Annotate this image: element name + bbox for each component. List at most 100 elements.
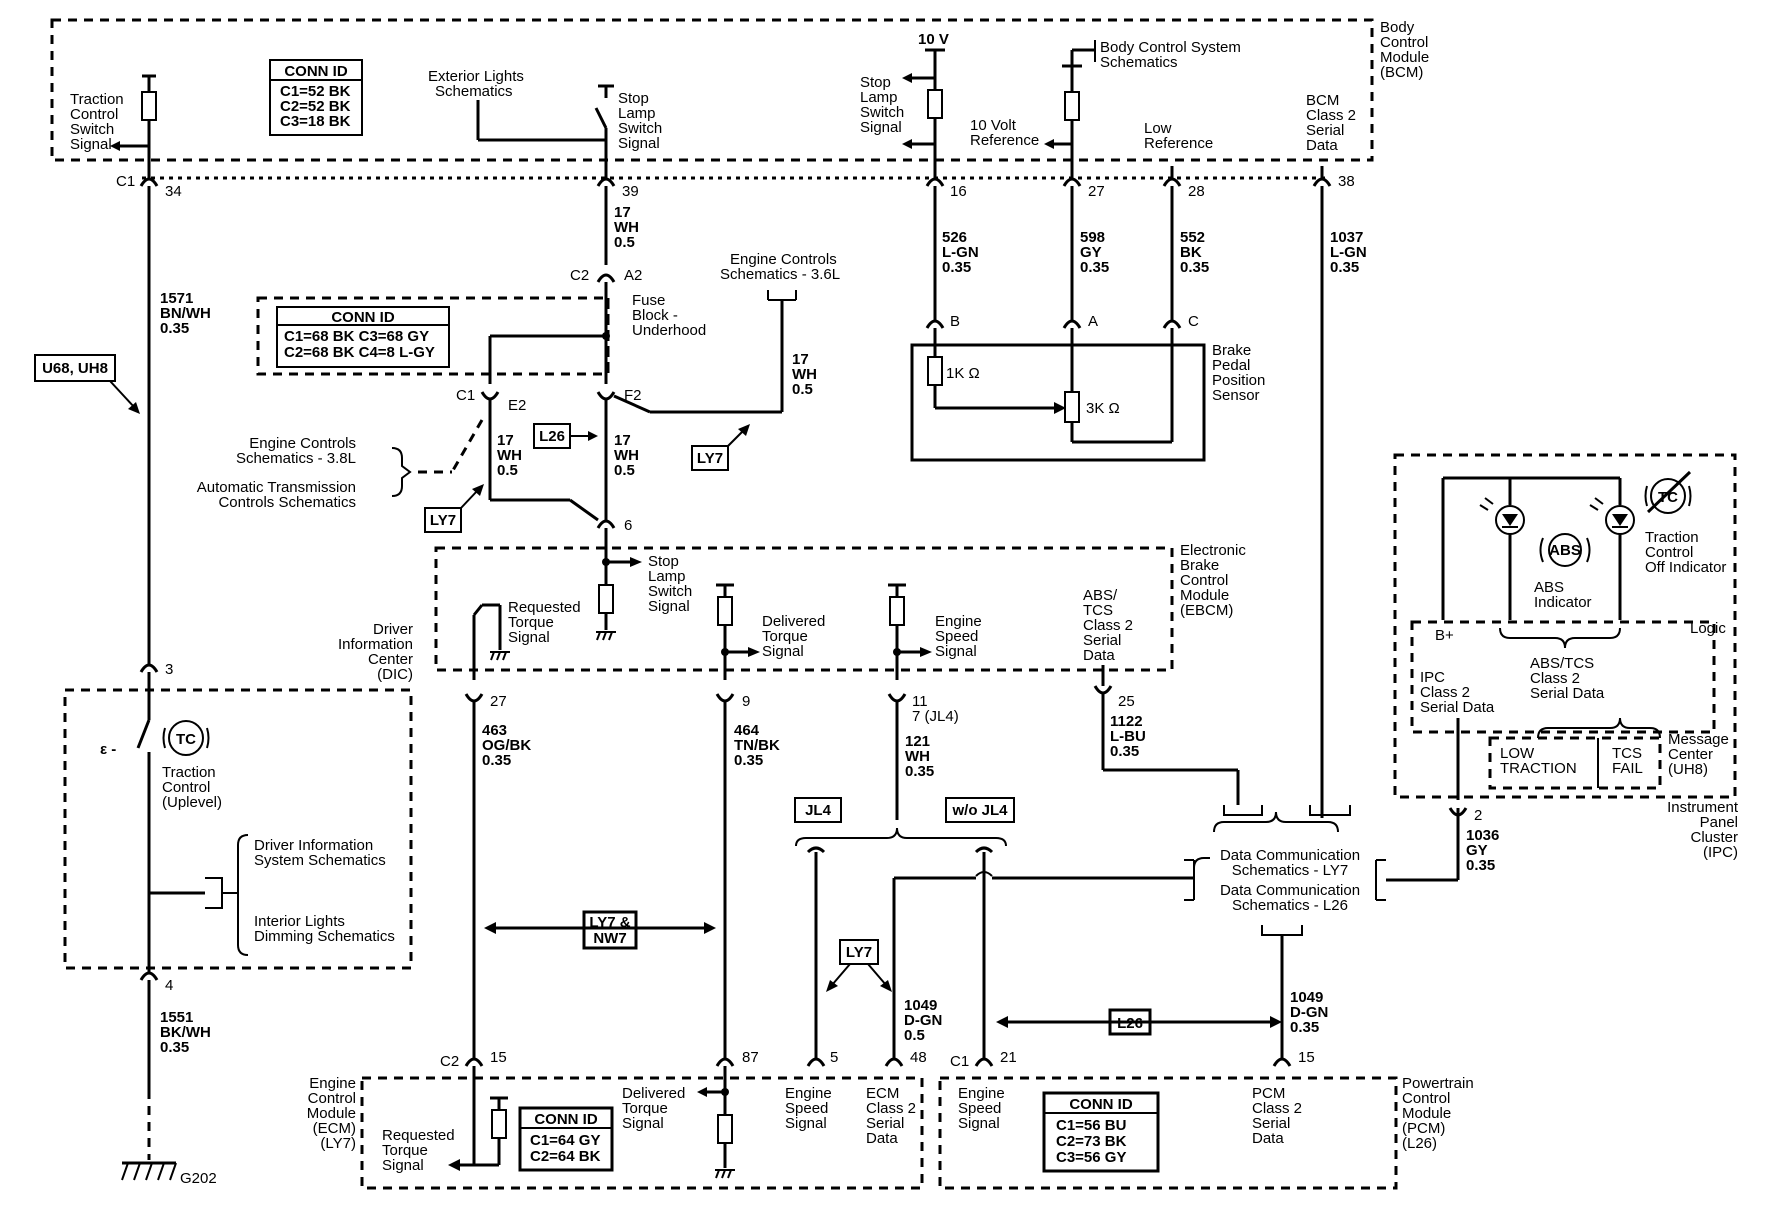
bcm-stop-lamp-label: Stop Lamp Switch Signal [618,90,662,152]
ground-label: G202 [180,1170,217,1187]
wire-121-label: 121 WH 0.35 [905,733,934,780]
pin-21: 21 [1000,1049,1017,1066]
bcm-bcs-label: Body Control System Schematics [1100,39,1241,71]
svg-text:Pedal: Pedal [1212,357,1250,374]
svg-text:TRACTION: TRACTION [1500,760,1577,777]
fuse-conn-row1: C1=68 BK C3=68 GY [284,328,429,345]
pin-c1-pcm: C1 [950,1053,969,1070]
svg-text:0.35: 0.35 [160,320,189,337]
bcm-conn-box [269,59,363,136]
wire-464-label: 464 TN/BK 0.35 [734,722,780,769]
svg-text:WH: WH [905,748,930,765]
svg-text:Signal: Signal [622,1115,664,1132]
svg-text:(PCM): (PCM) [1402,1120,1445,1137]
svg-text:Data: Data [1252,1130,1284,1147]
svg-text:System Schematics: System Schematics [254,852,386,869]
svg-text:Engine: Engine [785,1085,832,1102]
ipc-abs-serial-label: ABS/TCS Class 2 Serial Data [1530,655,1605,702]
svg-text:Electronic: Electronic [1180,542,1246,559]
ebcm-ground-1 [596,631,616,641]
svg-text:LY7: LY7 [697,450,723,467]
svg-text:0.5: 0.5 [792,381,813,398]
svg-text:Sensor: Sensor [1212,387,1260,404]
svg-text:Class 2: Class 2 [1252,1100,1302,1117]
svg-text:JL4: JL4 [805,802,832,819]
svg-text:Module: Module [1380,49,1429,66]
tag-ly7-a [691,445,729,471]
ebcm-box [434,546,1174,672]
tag-l26-b [1108,1008,1152,1036]
wire-1049-label-b: 1049 D-GN 0.35 [1290,989,1328,1036]
svg-text:Torque: Torque [508,614,554,631]
pin-c2: C2 [570,267,589,284]
tag-wo-jl4 [945,797,1015,823]
svg-text:LY7: LY7 [846,944,872,961]
svg-text:Schematics - 3.6L: Schematics - 3.6L [720,266,840,283]
bcm-serial-label: BCM Class 2 Serial Data [1306,92,1356,154]
fuse-conn-box [276,306,450,368]
msg-tcs-fail: TCS FAIL [1612,745,1643,777]
bcm-conn-c3: C3=18 BK [280,113,351,130]
svg-text:Torque: Torque [622,1100,668,1117]
tc-off-label: Traction Control Off Indicator [1645,529,1726,576]
pin-b: B [950,313,960,330]
svg-text:Signal: Signal [648,598,690,615]
svg-text:Traction: Traction [70,91,124,108]
pcm-conn-c3: C3=56 GY [1056,1149,1126,1166]
ecm-resistor-1 [491,1109,507,1139]
svg-text:Indicator: Indicator [1534,594,1592,611]
pin-c2-ecm: C2 [440,1053,459,1070]
svg-text:Information: Information [338,636,413,653]
svg-text:Control: Control [1645,544,1693,561]
svg-text:1036: 1036 [1466,827,1499,844]
svg-text:D-GN: D-GN [904,1012,942,1029]
svg-text:552: 552 [1180,229,1205,246]
svg-text:FAIL: FAIL [1612,760,1643,777]
svg-text:Signal: Signal [762,643,804,660]
svg-text:NW7: NW7 [593,930,626,947]
bcm-box [50,18,1374,162]
svg-text:17: 17 [614,432,631,449]
svg-text:Lamp: Lamp [648,568,686,585]
svg-text:464: 464 [734,722,760,739]
wire-598-label: 598 GY 0.35 [1080,229,1109,276]
abs-lamp-icon [1479,497,1525,535]
ipc-name-label: Instrument Panel Cluster (IPC) [1667,799,1739,861]
bcm-10v-label: 10 V [918,31,949,48]
svg-text:0.35: 0.35 [942,259,971,276]
pin-27: 27 [1088,183,1105,200]
svg-text:WH: WH [792,366,817,383]
svg-text:Speed: Speed [785,1100,828,1117]
svg-text:Underhood: Underhood [632,322,706,339]
pin-11: 11 [912,693,928,710]
tag-ly7-b [424,507,462,533]
svg-text:1037: 1037 [1330,229,1363,246]
svg-text:L26: L26 [539,428,565,445]
tag-u68-uh8 [34,354,116,382]
ebcm-resistor-2 [717,596,733,626]
svg-text:0.35: 0.35 [1080,259,1109,276]
ild-schematics-label: Interior Lights Dimming Schematics [254,913,395,945]
fuse-conn-row2: C2=68 BK C4=8 L-GY [284,344,435,361]
ecm-serial-label: ECM Class 2 Serial Data [866,1085,916,1147]
svg-text:Switch: Switch [648,583,692,600]
pcm-conn-c1: C1=56 BU [1056,1117,1126,1134]
svg-text:Signal: Signal [935,643,977,660]
svg-text:OG/BK: OG/BK [482,737,531,754]
svg-text:10 Volt: 10 Volt [970,117,1017,134]
svg-text:Automatic Transmission: Automatic Transmission [197,479,356,496]
ebcm-resistor-1 [598,584,614,614]
pin-9: 9 [742,693,750,710]
traction-control-icon: TC [162,720,210,756]
wire-526-label: 526 L-GN 0.35 [942,229,979,276]
dic-label: Driver Information Center (DIC) [338,621,413,683]
svg-text:Class 2: Class 2 [866,1100,916,1117]
wire-1571-label: 1571 BN/WH 0.35 [160,290,211,337]
svg-text:Message: Message [1668,731,1729,748]
svg-text:Engine: Engine [309,1075,356,1092]
pin-c1-fuse: C1 [456,387,475,404]
svg-text:(ECM): (ECM) [313,1120,356,1137]
svg-text:TC: TC [1658,489,1678,506]
ebcm-req-torque-label: Requested Torque Signal [508,599,581,646]
